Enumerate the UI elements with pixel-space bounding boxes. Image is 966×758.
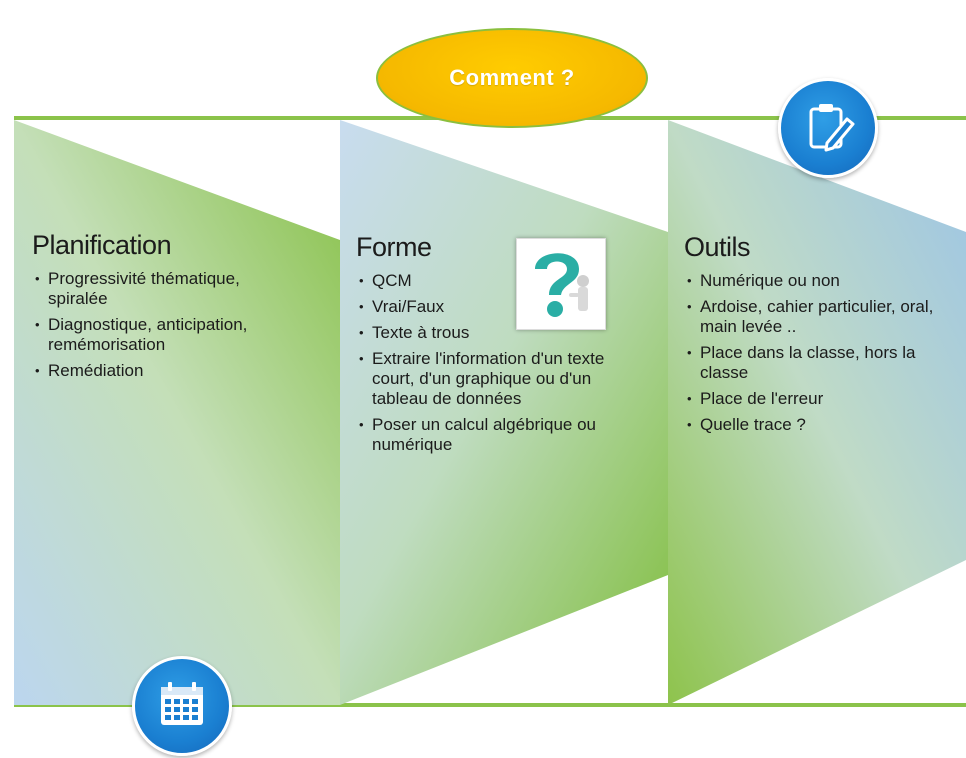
list-item: Quelle trace ?: [684, 415, 954, 435]
list-item: Remédiation: [32, 361, 262, 381]
title-ellipse: Comment ?: [376, 28, 648, 128]
column-list: Numérique ou non Ardoise, cahier particu…: [684, 271, 954, 435]
list-item: Place dans la classe, hors la classe: [684, 343, 954, 383]
column-list: QCM Vrai/Faux Texte à trous Extraire l'i…: [356, 271, 616, 455]
list-item: QCM: [356, 271, 616, 291]
panel-outils: [668, 120, 966, 705]
list-item: Diagnostique, anticipation, remémorisati…: [32, 315, 262, 355]
list-item: Vrai/Faux: [356, 297, 616, 317]
column-forme: Forme QCM Vrai/Faux Texte à trous Extrai…: [356, 232, 616, 461]
list-item: Progressivité thématique, spiralée: [32, 269, 262, 309]
panel-planification: [14, 120, 340, 705]
column-list: Progressivité thématique, spiralée Diagn…: [32, 269, 262, 381]
title-text: Comment ?: [449, 65, 575, 90]
column-planification: Planification Progressivité thématique, …: [32, 230, 262, 387]
list-item: Extraire l'information d'un texte court,…: [356, 349, 616, 409]
list-item: Ardoise, cahier particulier, oral, main …: [684, 297, 954, 337]
calendar-icon: [132, 656, 232, 756]
list-item: Place de l'erreur: [684, 389, 954, 409]
list-item: Texte à trous: [356, 323, 616, 343]
list-item: Poser un calcul algébrique ou numérique: [356, 415, 616, 455]
edit-icon: [778, 78, 878, 178]
column-title: Planification: [32, 230, 172, 260]
list-item: Numérique ou non: [684, 271, 954, 291]
column-outils: Outils Numérique ou non Ardoise, cahier …: [684, 232, 954, 441]
column-title: Outils: [684, 232, 751, 262]
column-title: Forme: [356, 232, 432, 262]
